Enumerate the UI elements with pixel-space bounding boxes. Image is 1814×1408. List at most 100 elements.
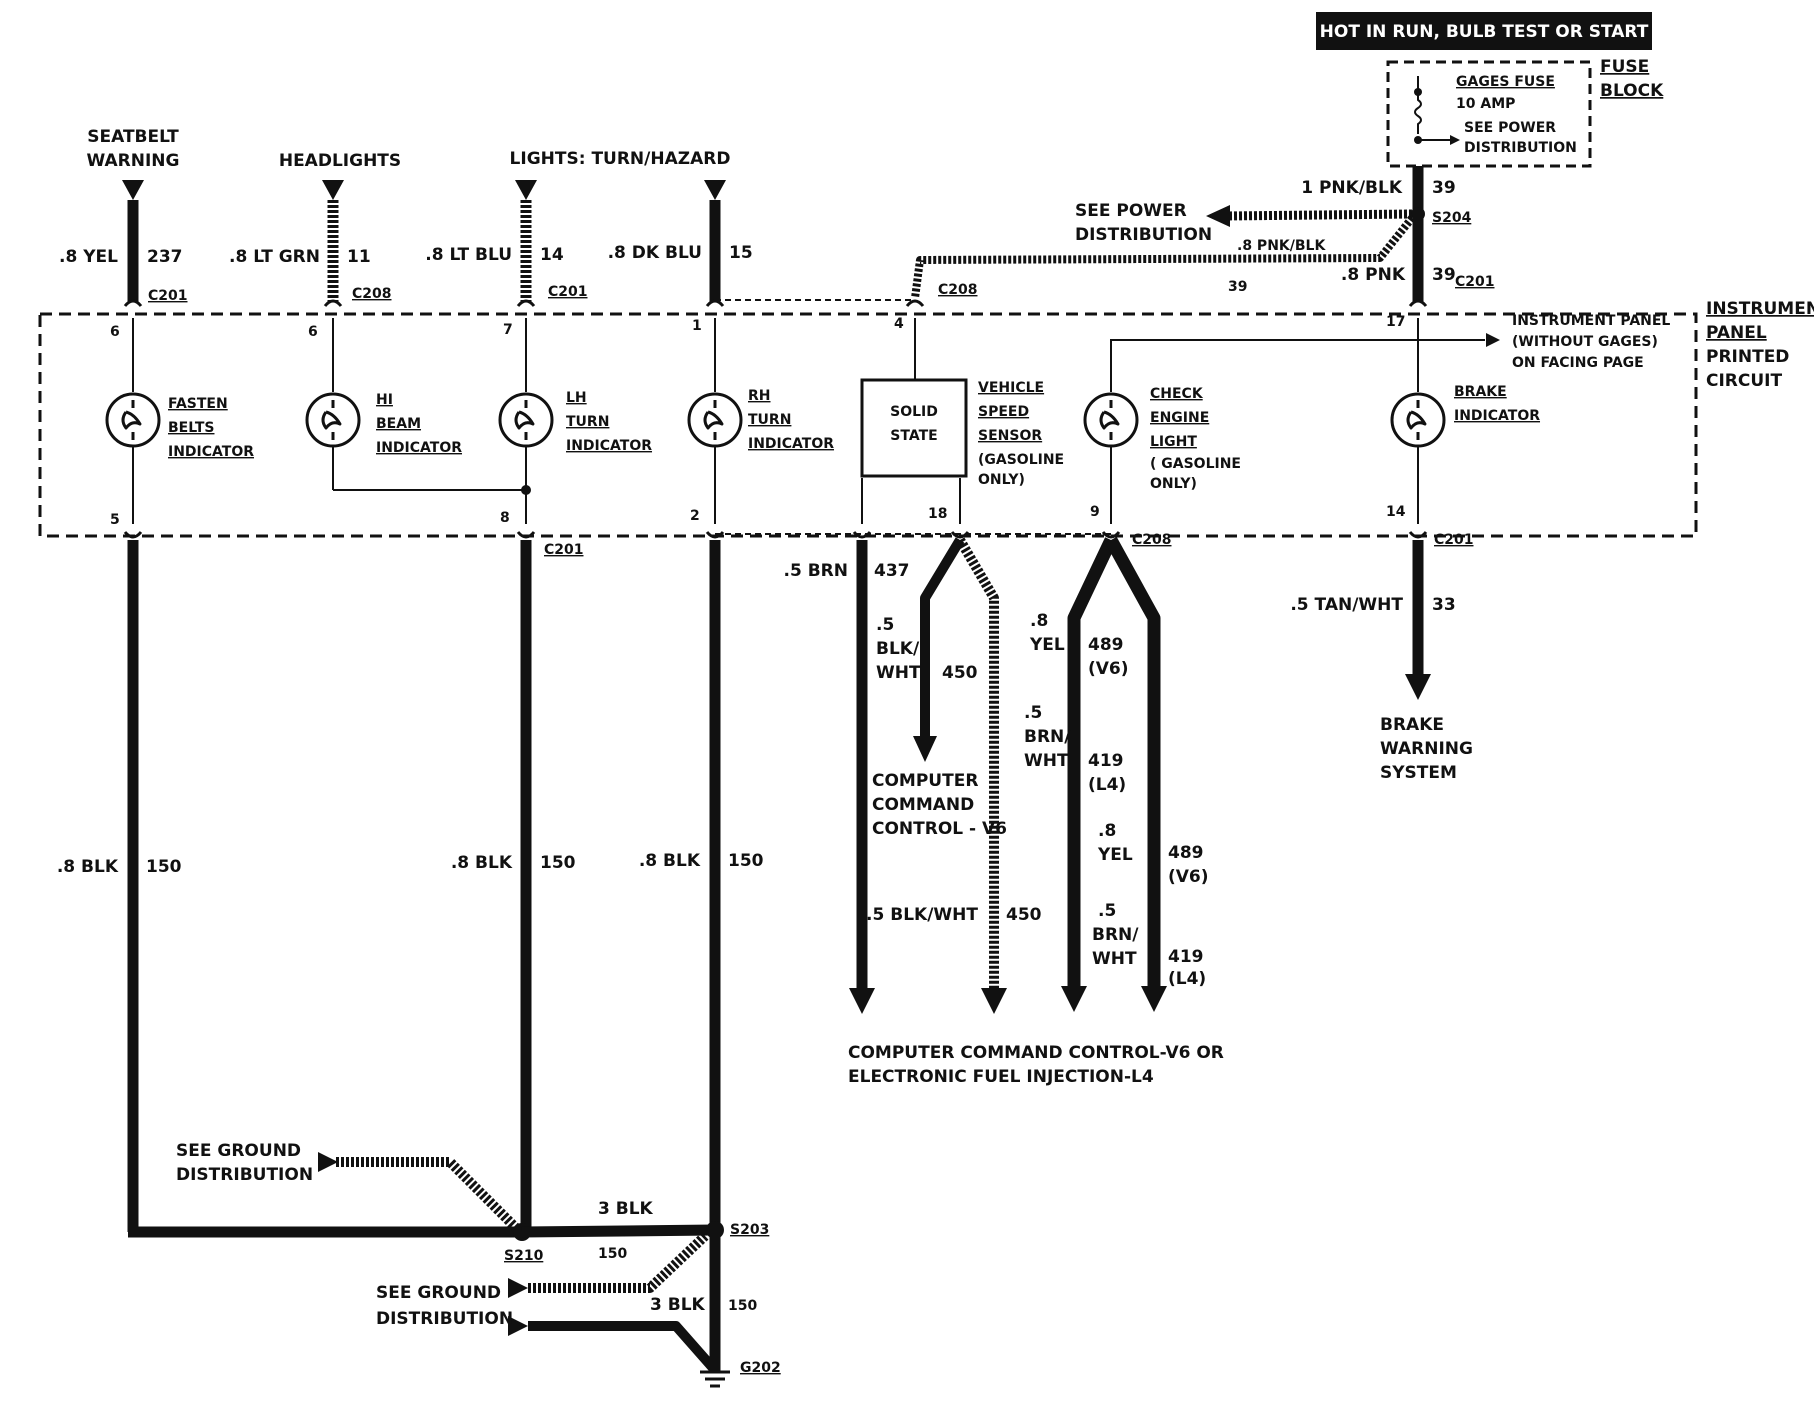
brake-label1: BRAKE [1454, 384, 1507, 400]
ground-a-label1: SEE GROUND [176, 1141, 301, 1161]
wire-450a-l3: WHT [876, 663, 921, 683]
wire-450-efi [955, 537, 999, 990]
headlights-label: HEADLIGHTS [279, 151, 401, 171]
panel-label4: CIRCUIT [1706, 371, 1782, 391]
wire-ground-b2 [528, 1321, 717, 1372]
fuse-rating: 10 AMP [1456, 96, 1515, 112]
wire-419a-c1: 419 [1088, 751, 1124, 771]
wire-450a-l2: BLK/ [876, 639, 920, 659]
ground-symbol-g202 [700, 1370, 730, 1388]
brake-sys-l1: BRAKE [1380, 715, 1444, 735]
wire-237-label: .8 YEL [59, 247, 118, 267]
pin-17: 17 [1386, 314, 1405, 330]
bulb-hi-beam [305, 392, 361, 448]
cap-6a [123, 299, 143, 307]
pin-8: 8 [500, 510, 510, 526]
check-label4: ( GASOLINE [1150, 456, 1241, 472]
hibeam-label1: HI [376, 392, 393, 408]
seatbelt-arrow [122, 180, 144, 200]
cap-8 [516, 531, 536, 539]
fuse-title: GAGES FUSE [1456, 74, 1555, 90]
wire-450a-circuit: 450 [942, 663, 978, 683]
cap-14 [1408, 531, 1428, 539]
turn-hazard-label: LIGHTS: TURN/HAZARD [510, 149, 731, 169]
pin-1: 1 [692, 318, 702, 334]
wire-419b-l3: WHT [1092, 949, 1137, 969]
wire-437-label: .5 BRN [784, 561, 848, 581]
arrow-33 [1405, 674, 1431, 700]
conn-s210: S210 [504, 1248, 544, 1264]
wire-150a-label: .8 BLK [57, 857, 119, 877]
wire-450b-label: .5 BLK/WHT [866, 905, 978, 925]
wire-39-to-vss [911, 215, 1416, 299]
fasten-label2: BELTS [168, 420, 214, 436]
wire-489b-c1: 489 [1168, 843, 1204, 863]
wire-15-label: .8 DK BLU [608, 243, 702, 263]
bulb-fasten-belts [105, 392, 161, 448]
ground-b1-arrow [508, 1278, 528, 1298]
wire-450a-l1: .5 [876, 615, 894, 635]
conn-s204: S204 [1432, 210, 1472, 226]
wire-489a-l2: YEL [1029, 635, 1065, 655]
fuse-dot-top [1414, 88, 1422, 96]
wire-ground-a [336, 1157, 524, 1236]
pin-18: 18 [928, 506, 947, 522]
wire-11-label: .8 LT GRN [229, 247, 320, 267]
wire-419 [1105, 536, 1161, 988]
wire-419a-l2: BRN/ [1024, 727, 1071, 747]
panel-label3: PRINTED [1706, 347, 1789, 367]
fuse-arrow-head [1450, 135, 1460, 145]
wire-150d-circuit: 150 [598, 1246, 627, 1262]
arrow-437 [849, 988, 875, 1014]
wire-39c-label: .8 PNK [1341, 265, 1406, 285]
instr-note2: (WITHOUT GAGES) [1512, 334, 1658, 350]
bottom-note2: ELECTRONIC FUEL INJECTION-L4 [848, 1067, 1154, 1087]
wire-150c-circuit: 150 [728, 851, 764, 871]
wire-489 [1067, 537, 1117, 988]
wire-419a-l1: .5 [1024, 703, 1042, 723]
cap-7 [516, 299, 536, 307]
conn-c201-brake-bottom: C201 [1434, 532, 1474, 548]
bulb-brake [1390, 392, 1446, 448]
fuse-block-box [1386, 60, 1592, 168]
wire-3blk1-label: 3 BLK [598, 1199, 654, 1219]
wire-39c-circuit: 39 [1432, 265, 1456, 285]
wire-39a-label: 1 PNK/BLK [1301, 178, 1403, 198]
pin-6b: 6 [308, 324, 318, 340]
panel-label2: PANEL [1706, 323, 1767, 343]
wire-237-circuit: 237 [147, 247, 183, 267]
wire-419b-l2: BRN/ [1092, 925, 1139, 945]
cap-1 [705, 299, 725, 307]
pin-6a: 6 [110, 324, 120, 340]
fasten-label1: FASTEN [168, 396, 228, 412]
wire-39b-label: .8 PNK/BLK [1237, 238, 1326, 254]
fuse-see2: DISTRIBUTION [1464, 140, 1577, 156]
rh-source-arrow [704, 180, 726, 200]
fuse-block-label1: FUSE [1600, 57, 1649, 77]
cap-5 [123, 531, 143, 539]
wire-150b-label: .8 BLK [451, 853, 513, 873]
fuse-symbol [1414, 76, 1422, 134]
conn-c208-hibeam: C208 [352, 286, 392, 302]
cap-6b [323, 299, 343, 307]
splice-s204 [1411, 207, 1425, 221]
wire-437-circuit: 437 [874, 561, 910, 581]
wire-419b-c2: (L4) [1168, 969, 1206, 989]
check-label3: LIGHT [1150, 434, 1197, 450]
power-dist-label1: SEE POWER [1075, 201, 1187, 221]
arrow-489 [1061, 986, 1087, 1012]
conn-g202: G202 [740, 1360, 781, 1376]
internal-leads [132, 318, 1485, 524]
wire-489a-c1: 489 [1088, 635, 1124, 655]
fasten-label3: INDICATOR [168, 444, 254, 460]
solid-state-l1: SOLID [890, 404, 938, 420]
ground-a-label2: DISTRIBUTION [176, 1165, 313, 1185]
vss-l3: SENSOR [978, 428, 1042, 444]
pin-2: 2 [690, 508, 700, 524]
rh-label1: RH [748, 388, 771, 404]
wire-33-label: .5 TAN/WHT [1290, 595, 1403, 615]
wire-14-label: .8 LT BLU [425, 245, 512, 265]
check-label5: ONLY) [1150, 476, 1197, 492]
arrow-450-ccc [913, 736, 937, 762]
instr-note1: INSTRUMENT PANEL [1512, 313, 1670, 329]
